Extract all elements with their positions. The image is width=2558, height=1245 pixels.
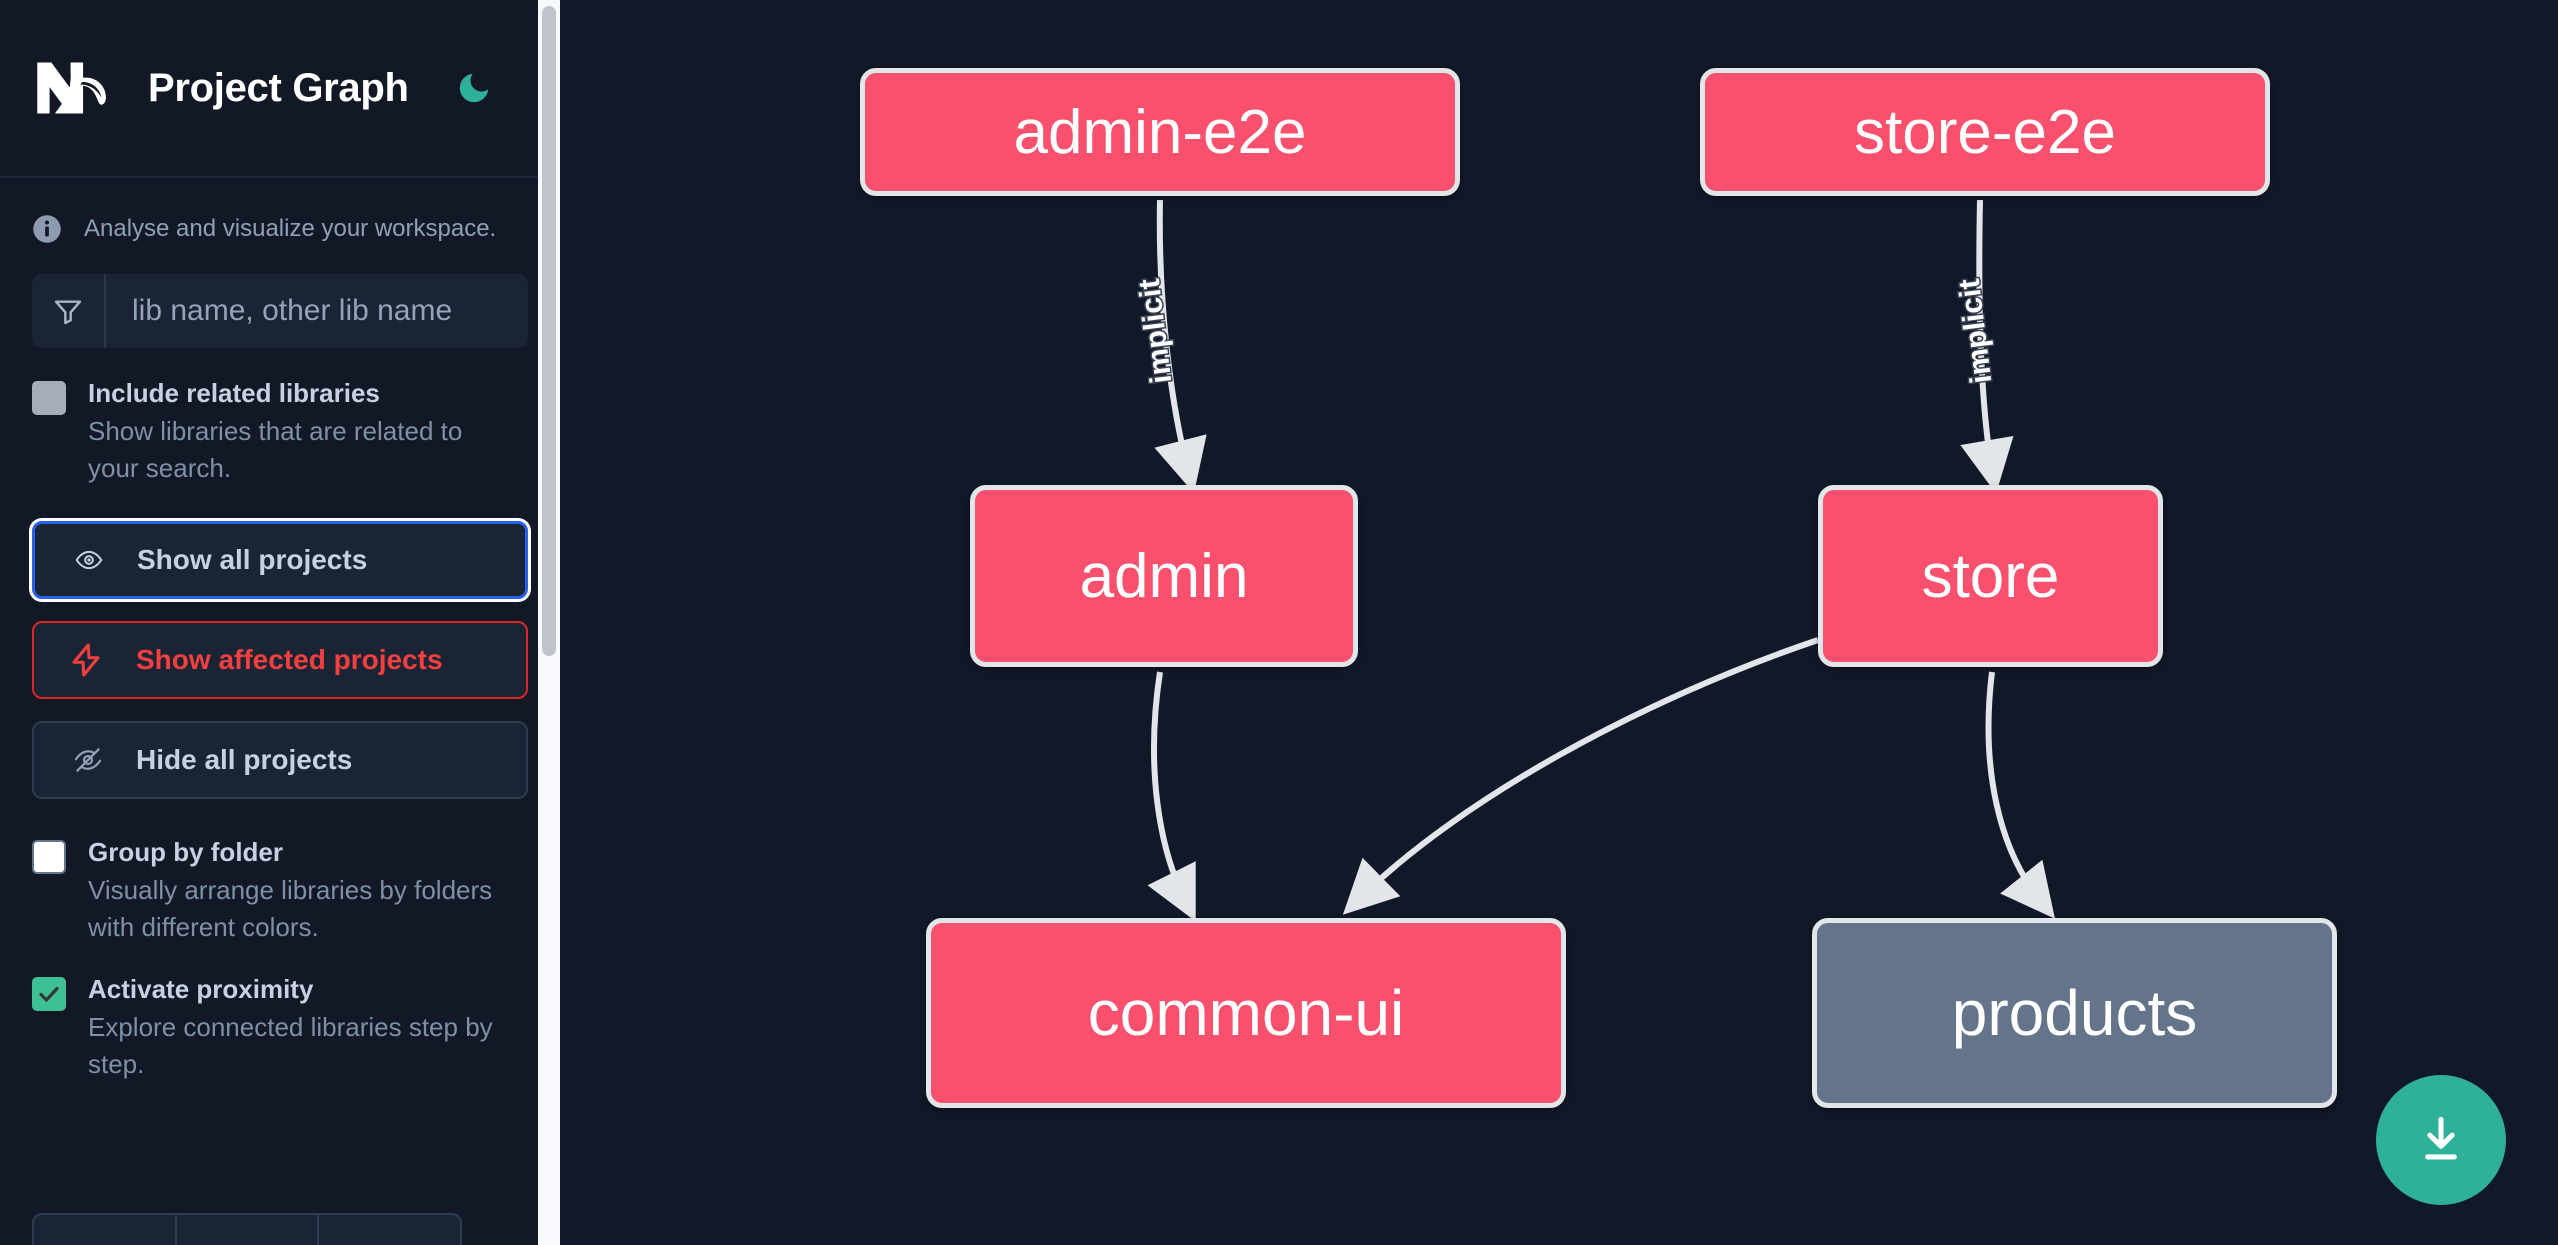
show-all-projects-label: Show all projects (137, 543, 368, 575)
filter-section (0, 274, 560, 348)
proximity-step-value[interactable] (177, 1215, 320, 1245)
graph-node-admin-e2e[interactable]: admin-e2e (860, 68, 1460, 196)
include-related-libraries-checkbox[interactable] (32, 381, 66, 415)
graph-node-admin-label: admin (1079, 541, 1249, 611)
proximity-stepper-group[interactable] (32, 1213, 462, 1245)
activate-proximity-checkbox[interactable] (32, 976, 66, 1011)
info-circle-icon (32, 214, 62, 244)
download-icon (2425, 1116, 2457, 1160)
activate-proximity-description: Explore connected libraries step by step… (88, 1011, 493, 1079)
edge-admin-e2e-admin (1154, 199, 1207, 494)
show-all-projects-button[interactable]: Show all projects (32, 520, 528, 599)
group-by-folder-label: Group by folder (88, 836, 283, 867)
graph-node-products-label: products (1951, 977, 2198, 1049)
workspace-info-text: Analyse and visualize your workspace. (84, 215, 497, 242)
group-by-folder-checkbox[interactable] (32, 839, 66, 874)
sidebar-header: Project Graph (0, 0, 560, 178)
eye-off-icon (68, 740, 108, 780)
include-related-libraries-label: Include related libraries (88, 378, 380, 408)
option-group-by-folder[interactable]: Group by folder Visually arrange librari… (0, 799, 560, 946)
graph-node-store[interactable]: store (1818, 485, 2163, 667)
search-input[interactable] (106, 274, 528, 348)
edge-store-common-ui (1342, 637, 1819, 915)
page-title: Project Graph (148, 65, 409, 110)
download-graph-button[interactable] (2376, 1075, 2506, 1205)
check-icon (39, 986, 59, 1002)
sidebar-scrollbar-thumb[interactable] (542, 6, 556, 656)
group-by-folder-description: Visually arrange libraries by folders wi… (88, 875, 493, 942)
graph-node-common-ui[interactable]: common-ui (926, 918, 1566, 1108)
graph-node-admin-e2e-label: admin-e2e (1013, 97, 1307, 167)
graph-node-store-e2e-label: store-e2e (1854, 97, 2116, 167)
sidebar: Project Graph Analyse and visualize your… (0, 0, 560, 1245)
edge-label-implicit-admin: implicit (1133, 277, 1179, 385)
graph-edges: implicit implicit (1131, 199, 2055, 922)
graph-node-admin[interactable]: admin (970, 485, 1358, 667)
hide-all-projects-label: Hide all projects (136, 743, 353, 775)
moon-icon[interactable] (451, 65, 497, 111)
option-include-related-libraries[interactable]: Include related libraries Show libraries… (0, 348, 560, 487)
sidebar-scrollbar[interactable] (538, 0, 560, 1245)
show-affected-projects-label: Show affected projects (136, 643, 443, 675)
edge-store-e2e-store (1960, 199, 2014, 494)
workspace-info: Analyse and visualize your workspace. (0, 178, 560, 274)
option-activate-proximity[interactable]: Activate proximity Explore connected lib… (0, 946, 560, 1083)
graph-node-common-ui-label: common-ui (1087, 977, 1405, 1049)
hide-all-projects-button[interactable]: Hide all projects (32, 720, 528, 799)
show-affected-projects-button[interactable]: Show affected projects (32, 620, 528, 699)
edge-label-implicit-store: implicit (1953, 277, 1999, 385)
graph-node-products[interactable]: products (1812, 918, 2337, 1108)
activate-proximity-label: Activate proximity (88, 973, 314, 1004)
proximity-step-increase[interactable] (319, 1215, 460, 1245)
graph-canvas[interactable]: implicit implicit admin-e2e store-e2e ad… (560, 0, 2558, 1245)
funnel-icon (32, 274, 106, 348)
graph-node-store-label: store (1921, 541, 2060, 611)
search-box[interactable] (32, 274, 528, 348)
graph-action-buttons: Show all projects Show affected projects (0, 487, 560, 799)
nx-logo-icon (32, 57, 120, 119)
include-related-libraries-description: Show libraries that are related to your … (88, 416, 463, 483)
edge-admin-common-ui (1147, 671, 1196, 922)
edge-store-products (1985, 671, 2055, 919)
lightning-icon (68, 640, 108, 680)
proximity-step-decrease[interactable] (34, 1215, 177, 1245)
graph-node-store-e2e[interactable]: store-e2e (1700, 68, 2270, 196)
eye-icon (69, 540, 109, 580)
